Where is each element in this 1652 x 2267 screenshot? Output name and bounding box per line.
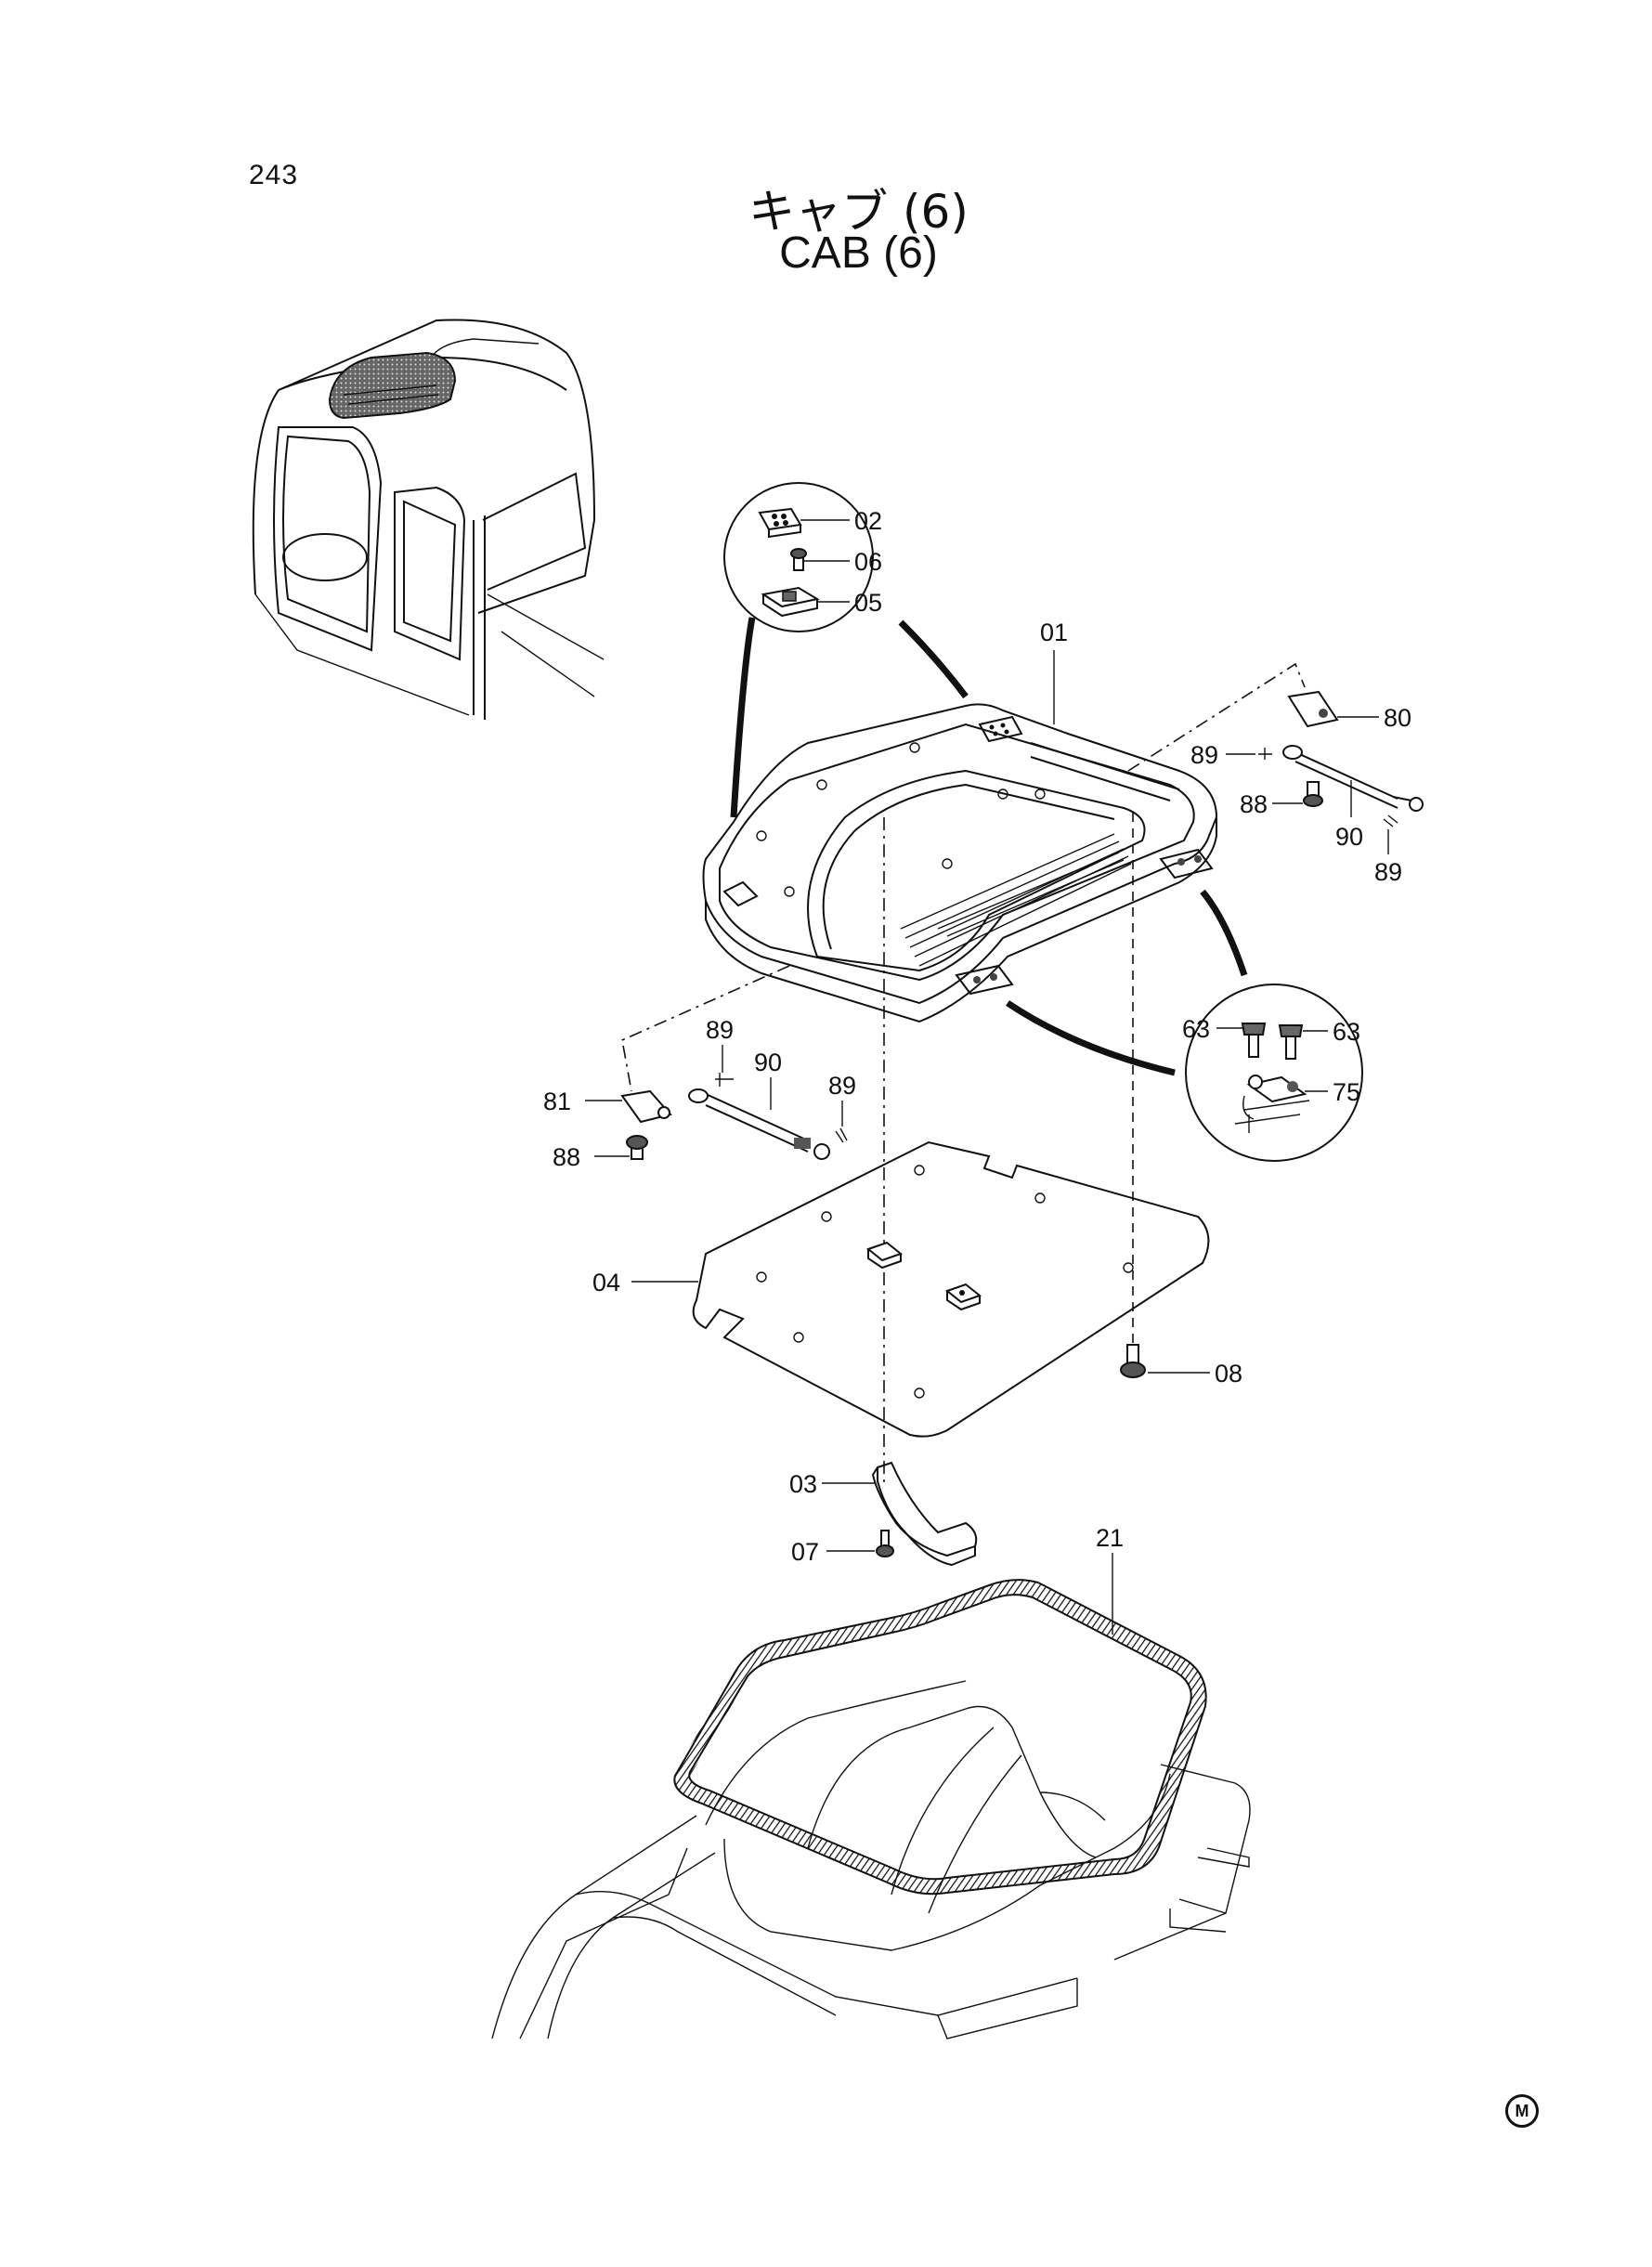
bolt-08	[1120, 1344, 1210, 1378]
callout-02: 02	[854, 507, 882, 535]
callout-75: 75	[1333, 1078, 1360, 1106]
detail-circle-hinge	[1006, 889, 1363, 1162]
callout-05: 05	[854, 589, 882, 617]
callout-89-upper-right: 89	[1190, 741, 1218, 769]
callout-63-right: 63	[1333, 1018, 1360, 1046]
callout-07: 07	[791, 1538, 819, 1566]
callout-81: 81	[543, 1088, 571, 1115]
roof-seal	[673, 1553, 1207, 1896]
title-japanese: キャブ (6)	[748, 185, 969, 239]
trim-plate	[631, 1140, 1210, 1438]
callout-01: 01	[1040, 619, 1068, 646]
callout-06: 06	[854, 548, 882, 576]
roof-hatch-frame	[702, 650, 1218, 1023]
gas-strut-right	[1127, 662, 1424, 854]
callout-89-upper-left: 89	[706, 1016, 734, 1044]
callout-21: 21	[1096, 1524, 1124, 1552]
callout-89-lower-right: 89	[1374, 858, 1402, 886]
callout-88-right: 88	[1240, 790, 1268, 818]
detail-circle-clip	[723, 482, 969, 818]
grab-handle	[822, 1461, 978, 1567]
callout-63-left: 63	[1182, 1015, 1210, 1043]
title-english: CAB (6)	[779, 228, 938, 278]
callout-89-lower-left: 89	[828, 1072, 856, 1100]
gas-strut-left	[585, 965, 848, 1160]
callout-80: 80	[1384, 704, 1411, 732]
page-number: 243	[249, 160, 299, 190]
cab-roof-lower	[491, 1680, 1251, 2039]
cab-overview-figure	[252, 319, 605, 720]
corner-mark-icon: M	[1505, 2094, 1539, 2128]
callout-03: 03	[789, 1470, 817, 1498]
callout-90-right: 90	[1335, 823, 1363, 851]
callout-88-left: 88	[553, 1143, 580, 1171]
callout-04: 04	[592, 1269, 620, 1296]
callout-08: 08	[1215, 1360, 1242, 1388]
callout-90-left: 90	[754, 1049, 782, 1076]
